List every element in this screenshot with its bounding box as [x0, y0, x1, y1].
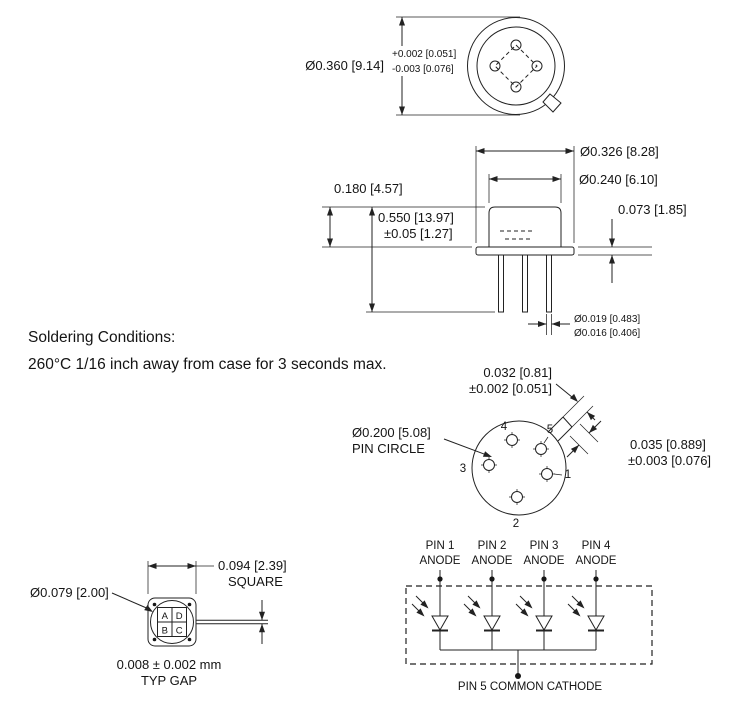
dim-tab-length-tol: ±0.003 [0.076]: [628, 453, 711, 468]
pin-top: [510, 39, 522, 51]
dim-active-area: Ø0.079 [2.00]: [30, 585, 109, 600]
dim-can-diameter-tol-plus: +0.002 [0.051]: [392, 49, 456, 60]
dim-lead-diameter-max: Ø0.019 [0.483]: [574, 314, 640, 325]
soldering-note-line2: 260°C 1/16 inch away from case for 3 sec…: [28, 356, 387, 373]
base-outline: [471, 420, 567, 516]
dim-tab-width: 0.032 [0.81]: [483, 365, 552, 380]
pin-number-2: 2: [513, 518, 519, 530]
dim-body-diameter: Ø0.240 [6.10]: [579, 172, 658, 187]
schematic-anode4-label: ANODE: [576, 555, 617, 567]
pin1-leader: [553, 473, 563, 476]
soldering-note: Soldering Conditions: 260°C 1/16 inch aw…: [28, 329, 387, 373]
base-pin-5: [533, 441, 549, 457]
lead-3: [546, 254, 552, 313]
quadrant-a: A: [162, 611, 169, 622]
schematic-anode2-label: ANODE: [472, 555, 513, 567]
dim-die-square: 0.094 [2.39]: [218, 558, 287, 573]
corner-pad: [152, 602, 157, 607]
base-pin-1: [539, 466, 555, 482]
pin-number-3: 3: [460, 463, 466, 475]
photodiode-2: [463, 569, 501, 651]
dim-can-diameter-tol-minus: -0.003 [0.076]: [392, 64, 454, 75]
schematic-anode1-label: ANODE: [420, 555, 461, 567]
schematic-pin3-label: PIN 3: [530, 540, 559, 552]
quadrant-c: C: [176, 625, 183, 636]
dim-can-diameter-lines: [396, 16, 520, 116]
schematic-pin1-label: PIN 1: [426, 540, 455, 552]
pin-bottom: [510, 81, 522, 93]
dim-overall-height: 0.550 [13.97]: [378, 210, 454, 225]
schematic-pin2-label: PIN 2: [478, 540, 507, 552]
dim-pin-circle: Ø0.200 [5.08]: [352, 425, 431, 440]
corner-pad: [187, 602, 192, 607]
photodiode-1: [411, 569, 449, 651]
schematic-pin4-label: PIN 4: [582, 540, 611, 552]
corner-pad: [187, 637, 192, 642]
lead-2: [522, 254, 528, 313]
cathode-node: [515, 673, 521, 679]
package-boundary-dashed: [405, 585, 653, 665]
base-tab: [548, 416, 573, 442]
base-pin-4: [504, 432, 520, 448]
dim-cap-height-lines: [322, 206, 485, 248]
can-window: [476, 26, 556, 106]
dim-flange-diameter-lines: [475, 146, 575, 243]
schematic-anode3-label: ANODE: [524, 555, 565, 567]
case-tab: [542, 93, 562, 113]
dim-die-square-lines: [147, 561, 214, 594]
dim-tab-width-tol: ±0.002 [0.051]: [469, 381, 552, 396]
can-flange: [475, 246, 575, 256]
pin-right: [531, 60, 543, 72]
base-pin-3: [481, 457, 497, 473]
photodiode-3: [515, 569, 553, 651]
pin5-leader: [543, 436, 549, 444]
pin-number-1: 1: [565, 469, 571, 481]
can-body: [488, 206, 562, 248]
dim-gap-lines: [196, 600, 268, 644]
dim-lead-diameter-lines: [528, 314, 570, 335]
dim-flange-thickness-lines: [578, 219, 652, 283]
gap-caption: TYP GAP: [141, 673, 197, 688]
bottom-view: 4 5 1 2 3 Ø0.200 [5.08] PIN CIRCLE 0.: [352, 365, 711, 530]
side-view: Ø0.326 [8.28] Ø0.240 [6.10] 0.180 [4.57]…: [322, 144, 687, 339]
dim-lead-diameter-min: Ø0.016 [0.406]: [574, 328, 640, 339]
dim-overall-height-lines: [366, 207, 495, 313]
die-square-caption: SQUARE: [228, 574, 283, 589]
die-outline-dashed: [494, 44, 538, 88]
base-pin-2: [509, 489, 525, 505]
schematic: PIN 1 PIN 2 PIN 3 PIN 4 ANODE ANODE ANOD…: [405, 540, 653, 693]
dim-overall-height-tol: ±0.05 [1.27]: [384, 226, 453, 241]
pin-left: [489, 60, 501, 72]
dim-body-diameter-lines: [488, 174, 562, 203]
lead-1: [498, 254, 504, 313]
schematic-common-cathode-label: PIN 5 COMMON CATHODE: [458, 681, 603, 693]
dim-can-diameter: Ø0.360 [9.14]: [305, 58, 384, 73]
corner-pad: [152, 637, 157, 642]
dim-cap-height: 0.180 [4.57]: [334, 181, 403, 196]
photodiode-4: [567, 569, 605, 651]
dim-active-area-leader: [111, 592, 153, 612]
dim-tab-length: 0.035 [0.889]: [630, 437, 706, 452]
quadrant-d: D: [176, 611, 183, 622]
quadrant-b: B: [162, 625, 168, 636]
pin-circle-caption: PIN CIRCLE: [352, 441, 425, 456]
pin-number-4: 4: [501, 421, 508, 433]
dim-flange-diameter: Ø0.326 [8.28]: [580, 144, 659, 159]
soldering-note-line1: Soldering Conditions:: [28, 329, 175, 346]
dim-gap: 0.008 ± 0.002 mm: [117, 657, 222, 672]
dim-tab-length-lines: [566, 420, 602, 458]
die-detail: A D B C 0.094 [2.39] SQUARE Ø0.079 [2.00…: [30, 558, 287, 688]
can-outline: [467, 17, 565, 115]
top-view: Ø0.360 [9.14] +0.002 [0.051] -0.003 [0.0…: [305, 16, 565, 116]
dim-tab-width-lines: [555, 383, 596, 428]
active-area-circle: [150, 600, 194, 644]
dim-pin-circle-leader: [443, 438, 492, 457]
dim-flange-thickness: 0.073 [1.85]: [618, 202, 687, 217]
